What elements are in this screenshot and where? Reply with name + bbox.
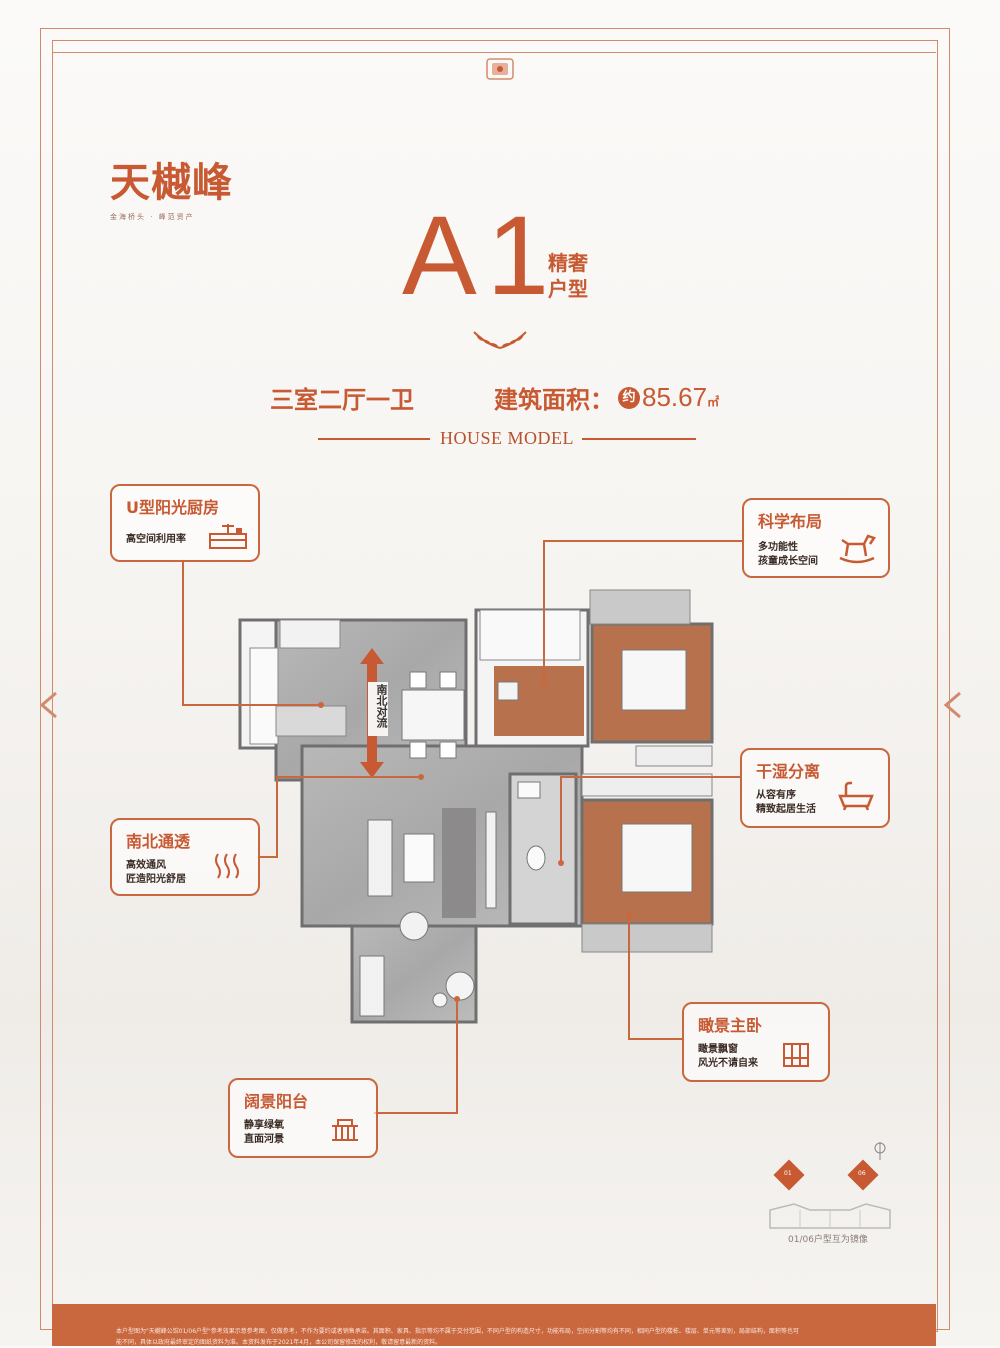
- callout-bath-line2: 精致起居生活: [756, 804, 816, 815]
- callout-layout-title: 科学布局: [758, 512, 823, 531]
- bathtub-icon: [838, 781, 874, 811]
- key-plan-unit-06: 06: [858, 1170, 866, 1177]
- leader-vent-v: [276, 776, 278, 858]
- chevron-left-icon[interactable]: [36, 690, 60, 720]
- model-grade-line1: 精奢: [548, 251, 588, 275]
- kitchen-icon: [209, 524, 247, 549]
- callout-layout-line1: 多功能性: [758, 542, 798, 553]
- leader-master-dot: [626, 912, 632, 918]
- room-layout: 三室二厅一卫: [270, 386, 414, 414]
- leader-layout-v: [543, 540, 545, 684]
- leader-balcony-dot: [454, 996, 460, 1002]
- north-south-flow-label: 南北对流: [375, 684, 388, 728]
- window-icon: [783, 1043, 809, 1067]
- leader-bath-v: [560, 776, 562, 864]
- callout-kitchen-title: U型阳光厨房: [126, 498, 219, 517]
- top-divider: [52, 52, 936, 53]
- callout-master: 瞰景主卧 瞰景飘窗 风光不请自来: [682, 1002, 830, 1082]
- leader-layout-h: [543, 540, 743, 542]
- callout-master-line2: 风光不请自来: [698, 1058, 758, 1069]
- callout-bath-title: 干湿分离: [756, 762, 821, 781]
- leader-kitchen-h: [182, 704, 320, 706]
- callout-bath: 干湿分离 从容有序 精致起居生活: [740, 748, 890, 828]
- laurel-icon: [473, 331, 527, 349]
- callout-kitchen: U型阳光厨房 高空间利用率: [110, 484, 260, 562]
- area-label: 建筑面积：: [494, 386, 614, 414]
- brand-logo: 天樾峰 金海桥头 · 峰范资产: [110, 150, 260, 222]
- callout-master-line1: 瞰景飘窗: [698, 1044, 738, 1055]
- model-code: A1: [402, 193, 559, 318]
- callout-ventilation: 南北通透 高效通风 匠造阳光舒居: [110, 818, 260, 896]
- section-rule-left: [318, 438, 430, 440]
- key-plan-unit-01: 01: [784, 1170, 792, 1177]
- key-plan: [769, 1142, 891, 1229]
- balcony-icon: [332, 1119, 358, 1141]
- leader-balcony-h: [374, 1112, 458, 1114]
- floor-area: 建筑面积： 约 85.67 ㎡: [494, 380, 719, 415]
- rocking-horse-icon: [839, 534, 876, 564]
- callout-balcony-line1: 静享绿氧: [244, 1120, 284, 1131]
- area-prefix-badge: 约: [618, 386, 640, 409]
- floor-plan: [238, 589, 714, 1024]
- callout-layout-line2: 孩童成长空间: [758, 556, 818, 567]
- leader-vent-h2: [276, 776, 420, 778]
- leader-layout-dot: [541, 680, 547, 686]
- leader-kitchen-v: [182, 560, 184, 706]
- leader-bath-h: [560, 776, 740, 778]
- callout-balcony: 阔景阳台 静享绿氧 直面河景: [228, 1078, 378, 1158]
- emblem-icon: [486, 58, 514, 80]
- brand-tagline: 金海桥头 · 峰范资产: [110, 213, 195, 221]
- section-label: HOUSE MODEL: [440, 428, 574, 448]
- model-grade: 精奢 户型: [548, 250, 598, 302]
- callout-ventilation-line2: 匠造阳光舒居: [126, 874, 186, 885]
- disclaimer-bar: [52, 1304, 936, 1346]
- callout-ventilation-title: 南北通透: [126, 832, 191, 851]
- callout-bath-line1: 从容有序: [756, 790, 796, 801]
- leader-balcony-v: [456, 1000, 458, 1114]
- leader-master-h: [628, 1038, 682, 1040]
- leader-vent-h1: [258, 856, 278, 858]
- callout-balcony-title: 阔景阳台: [244, 1092, 309, 1111]
- disclaimer-text: 本户型图为"天樾峰公馆01/06户型"参考效果示意参考图，仅做参考，不作为要约或…: [116, 1326, 916, 1348]
- model-grade-line2: 户型: [548, 277, 588, 301]
- leader-master-v: [628, 916, 630, 1040]
- leader-kitchen-dot: [318, 702, 324, 708]
- chevron-right-icon[interactable]: [940, 690, 964, 720]
- callout-master-title: 瞰景主卧: [698, 1016, 763, 1035]
- leader-bath-dot: [558, 860, 564, 866]
- disclaimer-line2: 能不同，具体以政府最终审定的图纸资料为准。本资料发布于2021年4月，本公司保留…: [116, 1339, 442, 1346]
- callout-balcony-line2: 直面河景: [244, 1134, 284, 1145]
- disclaimer-line1: 本户型图为"天樾峰公馆01/06户型"参考效果示意参考图，仅做参考，不作为要约或…: [116, 1328, 799, 1335]
- leader-vent-dot: [418, 774, 424, 780]
- mirror-note: 01/06户型互为镜像: [788, 1235, 868, 1245]
- callout-ventilation-line1: 高效通风: [126, 860, 166, 871]
- area-unit: ㎡: [707, 395, 720, 409]
- callout-layout: 科学布局 多功能性 孩童成长空间: [742, 498, 890, 578]
- area-value: 85.67: [642, 382, 708, 412]
- brand-name: 天樾峰: [110, 159, 233, 206]
- callout-kitchen-line1: 高空间利用率: [126, 534, 186, 545]
- wind-icon: [215, 853, 239, 879]
- section-rule-right: [582, 438, 696, 440]
